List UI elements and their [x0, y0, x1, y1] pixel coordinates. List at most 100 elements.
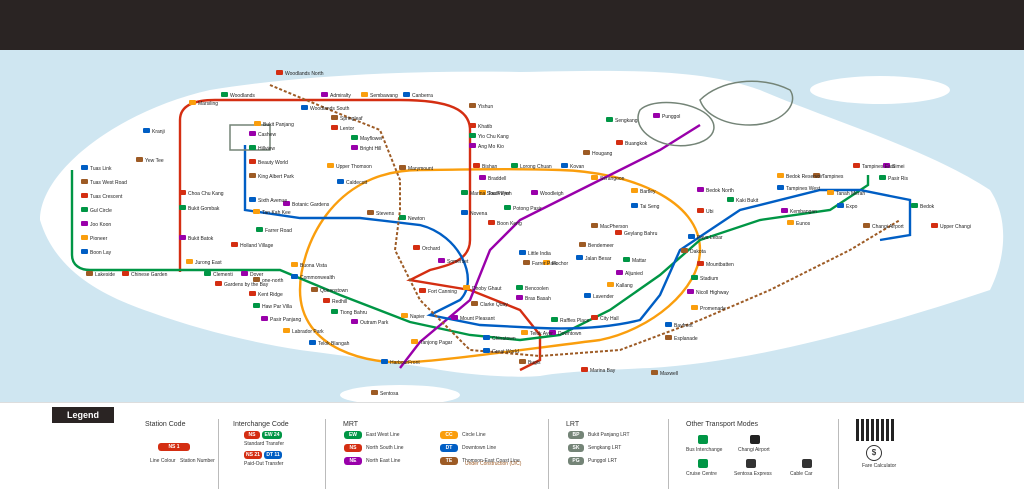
station-label[interactable]: Maxwell — [660, 371, 678, 377]
station-label[interactable]: Tai Seng — [640, 204, 660, 210]
station-label[interactable]: Tuas Crescent — [90, 194, 123, 200]
station-label[interactable]: Joo Koon — [90, 222, 111, 228]
station-label[interactable]: Tan Kah Kee — [262, 210, 291, 216]
station-label[interactable]: Stevens — [376, 211, 395, 217]
station-label[interactable]: Sembawang — [370, 93, 398, 99]
station-label[interactable]: Queenstown — [320, 288, 348, 294]
station-label[interactable]: Yishun — [478, 104, 493, 110]
station-label[interactable]: Marymount — [408, 166, 434, 172]
station-label[interactable]: Tuas Link — [90, 166, 112, 172]
station-label[interactable]: Bukit Batok — [188, 236, 214, 242]
station-label[interactable]: Telok Ayer — [530, 331, 553, 337]
station-label[interactable]: Mount Pleasant — [460, 316, 495, 322]
station-label[interactable]: HarbourFront — [390, 360, 420, 366]
station-label[interactable]: Great World — [492, 349, 519, 355]
station-label[interactable]: City Hall — [600, 316, 619, 322]
station-label[interactable]: Canberra — [412, 93, 433, 99]
station-label[interactable]: Hillview — [258, 146, 275, 152]
station-label[interactable]: Bright Hill — [360, 146, 381, 152]
station-label[interactable]: Raffles Place — [560, 318, 590, 324]
station-label[interactable]: Ubi — [706, 209, 714, 215]
station-label[interactable]: Kent Ridge — [258, 292, 283, 298]
station-label[interactable]: Novena — [470, 211, 487, 217]
station-label[interactable]: Bedok Reservoir — [786, 174, 823, 180]
station-label[interactable]: Bendemeer — [588, 243, 614, 249]
station-label[interactable]: Clementi — [213, 272, 233, 278]
station-label[interactable]: Kallang — [616, 283, 633, 289]
station-label[interactable]: Pioneer — [90, 236, 108, 242]
station-label[interactable]: Orchard — [422, 246, 440, 252]
station-label[interactable]: Farrer Park — [532, 261, 558, 267]
station-label[interactable]: Woodlands North — [285, 71, 324, 77]
station-label[interactable]: Ang Mo Kio — [478, 144, 504, 150]
station-label[interactable]: Boon Keng — [497, 221, 522, 227]
station-label[interactable]: Labrador Park — [292, 329, 324, 335]
station-label[interactable]: Dakota — [690, 249, 706, 255]
station-label[interactable]: Tanah Merah — [836, 191, 865, 197]
station-label[interactable]: Telok Blangah — [318, 341, 350, 347]
station-label[interactable]: Sixth Avenue — [258, 198, 287, 204]
station-label[interactable]: Boon Lay — [90, 250, 112, 256]
station-label[interactable]: Mayflower — [360, 136, 383, 142]
station-label[interactable]: Serangoon — [600, 176, 625, 182]
station-label[interactable]: Geylang Bahru — [624, 231, 658, 237]
station-label[interactable]: Downtown — [558, 331, 582, 337]
station-label[interactable]: Newton — [408, 216, 425, 222]
station-label[interactable]: Tampines East — [862, 164, 895, 170]
station-label[interactable]: Upper Thomson — [336, 164, 372, 170]
station-label[interactable]: Botanic Gardens — [292, 202, 330, 208]
station-label[interactable]: Toa Payoh — [488, 191, 512, 197]
station-label[interactable]: Bishan — [482, 164, 498, 170]
station-label[interactable]: Changi Airport — [872, 224, 904, 230]
station-label[interactable]: Bukit Panjang — [263, 122, 294, 128]
station-label[interactable]: Little India — [528, 251, 551, 257]
station-label[interactable]: MacPherson — [600, 224, 628, 230]
station-label[interactable]: Pasir Panjang — [270, 317, 301, 323]
station-label[interactable]: Upper Changi — [940, 224, 971, 230]
station-label[interactable]: Farrer Road — [265, 228, 292, 234]
station-label[interactable]: Esplanade — [674, 336, 698, 342]
station-label[interactable]: Woodlands — [230, 93, 255, 99]
station-label[interactable]: Kaki Bukit — [736, 198, 759, 204]
station-label[interactable]: Haw Par Villa — [262, 304, 292, 310]
station-label[interactable]: Bukit Gombak — [188, 206, 220, 212]
station-label[interactable]: Woodleigh — [540, 191, 564, 197]
station-label[interactable]: Clarke Quay — [480, 302, 508, 308]
station-label[interactable]: Marina Bay — [590, 368, 616, 374]
station-label[interactable]: Commonwealth — [300, 275, 335, 281]
station-label[interactable]: Aljunied — [625, 271, 643, 277]
station-label[interactable]: Chinatown — [492, 336, 516, 342]
station-label[interactable]: Hougang — [592, 151, 613, 157]
station-label[interactable]: Khatib — [478, 124, 492, 130]
station-label[interactable]: Bras Basah — [525, 296, 551, 302]
station-label[interactable]: Yew Tee — [145, 158, 164, 164]
station-label[interactable]: Bugis — [528, 360, 541, 366]
station-label[interactable]: Kovan — [570, 164, 584, 170]
station-label[interactable]: Kranji — [152, 129, 165, 135]
station-label[interactable]: Lorong Chuan — [520, 164, 552, 170]
station-label[interactable]: Marsiling — [198, 101, 218, 107]
station-label[interactable]: Gul Circle — [90, 208, 112, 214]
station-label[interactable]: Choa Chu Kang — [188, 191, 224, 197]
station-label[interactable]: Jurong East — [195, 260, 222, 266]
station-label[interactable]: Admiralty — [330, 93, 351, 99]
station-label[interactable]: Potong Pasir — [513, 206, 542, 212]
station-label[interactable]: Outram Park — [360, 320, 389, 326]
station-label[interactable]: Tiong Bahru — [340, 310, 367, 316]
station-label[interactable]: Buona Vista — [300, 263, 327, 269]
station-label[interactable]: Marina South Pier — [470, 191, 510, 197]
station-label[interactable]: Buangkok — [625, 141, 648, 147]
station-label[interactable]: Jalan Besar — [585, 256, 612, 262]
station-label[interactable]: Pasir Ris — [888, 176, 909, 182]
station-label[interactable]: Dover — [250, 272, 264, 278]
station-label[interactable]: Mountbatten — [706, 262, 734, 268]
station-label[interactable]: Tampines West — [786, 186, 821, 192]
station-label[interactable]: Tuas West Road — [90, 180, 127, 186]
station-label[interactable]: Stadium — [700, 276, 718, 282]
station-label[interactable]: Dhoby Ghaut — [472, 286, 502, 292]
station-label[interactable]: Lavender — [593, 294, 614, 300]
station-label[interactable]: Woodlands South — [310, 106, 350, 112]
station-label[interactable]: Cashew — [258, 132, 276, 138]
station-label[interactable]: Braddell — [488, 176, 506, 182]
